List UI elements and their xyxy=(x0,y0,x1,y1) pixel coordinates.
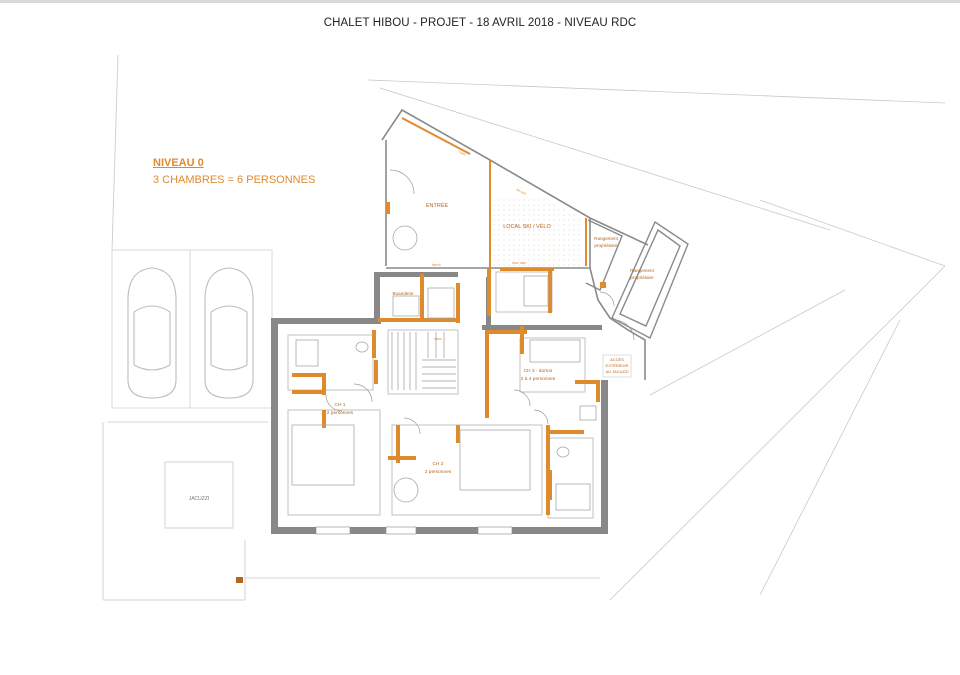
stair-marker xyxy=(236,577,243,583)
acces-line1: ACCÈS xyxy=(610,357,624,362)
svg-text:coats: coats xyxy=(458,149,467,156)
parking-area xyxy=(111,249,273,409)
furniture xyxy=(291,225,597,511)
outer-walls xyxy=(271,272,608,534)
ski-room-dividers xyxy=(401,117,587,266)
acces-box xyxy=(602,354,632,378)
acces-line3: AU JACUZZI xyxy=(605,369,628,374)
room-rangement-1-line2: propriétaire xyxy=(594,243,618,248)
room-ch3-name: CH 3 - dortoir xyxy=(524,368,553,374)
room-local-ski: LOCAL SKI / VÉLO xyxy=(503,223,551,230)
room-ch1-capacity: 2 personnes xyxy=(327,410,354,416)
doors xyxy=(325,169,635,435)
room-entree: ENTRÉE xyxy=(426,202,449,209)
room-rangement-2-line1: Rangement xyxy=(630,268,654,273)
site-lines xyxy=(102,54,946,601)
svg-text:stairs: stairs xyxy=(434,337,442,341)
room-rangement-2-line2: propriétaire xyxy=(630,275,654,280)
top-edge xyxy=(0,0,960,3)
level-subtitle: 3 CHAMBRES = 6 PERSONNES xyxy=(153,174,316,186)
room-rangement-1-line1: Rangement xyxy=(594,236,618,241)
annotation-marks: coats ski rack shoe rack bench stairs xyxy=(432,149,527,341)
orange-partitions xyxy=(292,202,606,515)
level-title: NIVEAU 0 xyxy=(153,157,204,169)
car-right xyxy=(204,267,254,399)
room-ch3-capacity: 2 à 4 personnes xyxy=(521,376,556,382)
page-title: CHALET HIBOU - PROJET - 18 AVRIL 2018 - … xyxy=(323,17,637,29)
acces-line2: EXTÉRIEUR xyxy=(606,363,629,368)
room-buanderie: Buanderie xyxy=(393,291,414,296)
svg-text:shoe rack: shoe rack xyxy=(512,261,526,265)
ski-room-pattern xyxy=(493,199,580,266)
room-ch2-capacity: 2 personnes xyxy=(425,469,452,475)
room-labels: ENTRÉE LOCAL SKI / VÉLO Rangement propri… xyxy=(327,202,655,475)
svg-text:bench: bench xyxy=(432,263,441,267)
jacuzzi-zone: JACUZZI xyxy=(164,461,234,529)
svg-text:ski rack: ski rack xyxy=(516,187,528,196)
car-left xyxy=(127,267,177,399)
room-ch1-name: CH 1 xyxy=(335,402,346,408)
windows-bottom xyxy=(315,526,513,535)
staircase xyxy=(391,332,456,390)
storage-wing-outline xyxy=(585,219,689,339)
room-ch2-name: CH 2 xyxy=(433,461,444,467)
jacuzzi-label: JACUZZI xyxy=(189,496,210,502)
